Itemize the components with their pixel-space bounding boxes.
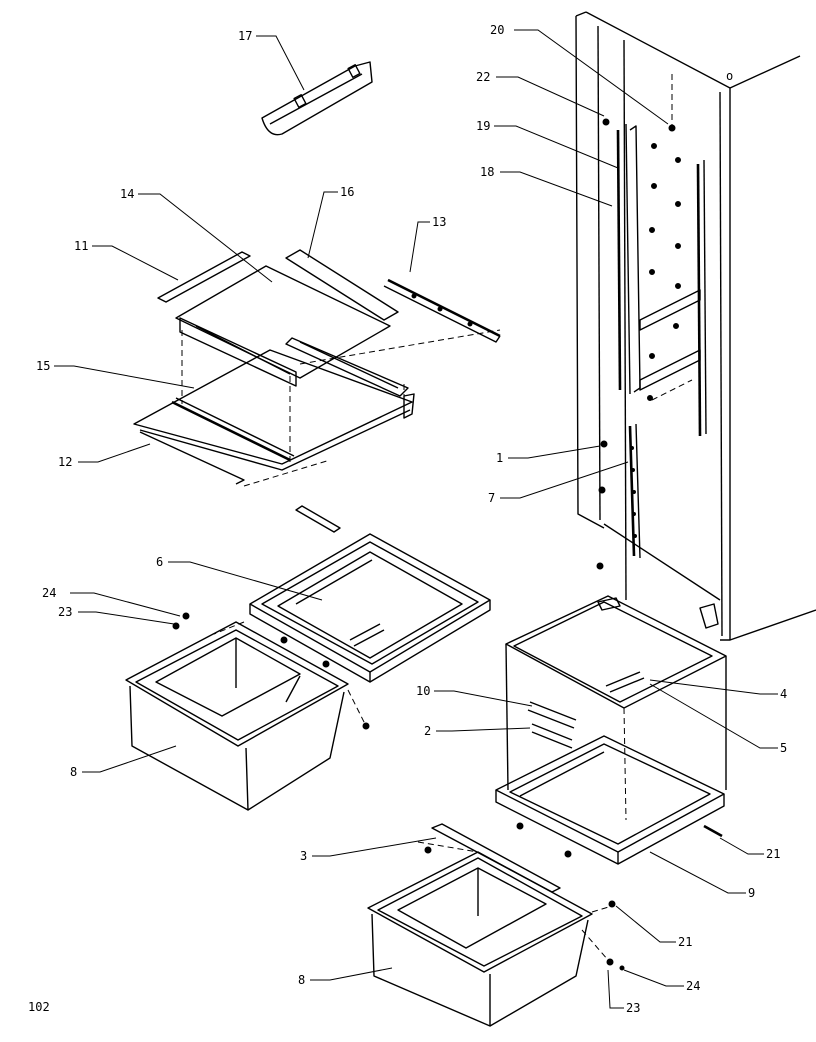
left-crisper-dashed-guides — [213, 621, 367, 727]
callout-6: 6 — [156, 555, 163, 569]
callout-17: 17 — [238, 29, 252, 43]
callout-1: 1 — [496, 451, 503, 465]
callout-12: 12 — [58, 455, 72, 469]
svg-text:o: o — [726, 69, 733, 83]
part-6-crisper-cover — [249, 533, 491, 683]
part-9-crisper-frame — [495, 735, 725, 865]
callout-18: 18 — [480, 165, 494, 179]
part-17-dairy-door — [261, 61, 373, 136]
callout-22: 22 — [476, 70, 490, 84]
callout-16: 16 — [340, 185, 354, 199]
cabinet-side-panel: o — [575, 11, 816, 641]
part-7-drawer-slide — [628, 423, 641, 559]
right-crisper-screws — [424, 846, 625, 971]
callout-19: 19 — [476, 119, 490, 133]
callout-21-lower: 21 — [678, 935, 692, 949]
part-8-crisper-pan-right — [367, 851, 593, 1027]
callout-10: 10 — [416, 684, 430, 698]
part-10-slide-rail — [527, 701, 577, 729]
part-5-glass-insert — [605, 671, 645, 693]
callout-24-right: 24 — [686, 979, 700, 993]
part-19-shelf-ladder-right — [696, 159, 707, 437]
callout-4: 4 — [780, 687, 787, 701]
callout-23-left: 23 — [58, 605, 72, 619]
callout-8-right: 8 — [298, 973, 305, 987]
callout-21-upper: 21 — [766, 847, 780, 861]
callout-8-left: 8 — [70, 765, 77, 779]
cabinet-dashed-guides — [651, 74, 701, 440]
callout-5: 5 — [780, 741, 787, 755]
callout-2: 2 — [424, 724, 431, 738]
callout-14: 14 — [120, 187, 134, 201]
callout-23-right: 23 — [626, 1001, 640, 1015]
callout-labels: 17 14 16 11 13 15 12 6 24 23 8 20 22 19 … — [36, 23, 787, 1015]
upper-assembly-dashed-guides — [181, 329, 501, 487]
part-15-pan-cover-frame — [179, 317, 409, 397]
cabinet-screw-holes — [596, 118, 681, 570]
cabinet-rail-brackets — [639, 289, 701, 391]
part-4-crisper-housing-right — [505, 595, 727, 821]
cabinet-hinge — [699, 603, 719, 629]
left-crisper-screws — [172, 612, 370, 730]
divider-strip — [295, 505, 341, 533]
callout-13: 13 — [432, 215, 446, 229]
part-8-crisper-pan-left — [125, 621, 349, 811]
part-12-pan-cover-base — [133, 349, 415, 485]
callout-20: 20 — [490, 23, 504, 37]
part-13-shelf-rail — [383, 278, 501, 343]
part-2-bracket — [531, 723, 573, 749]
leader-lines — [54, 29, 778, 1009]
callout-7: 7 — [488, 491, 495, 505]
callout-9: 9 — [748, 886, 755, 900]
right-crisper-dashed-guides — [417, 841, 613, 961]
page-code: 102 — [28, 1000, 50, 1014]
callout-24-left: 24 — [42, 586, 56, 600]
callout-11: 11 — [74, 239, 88, 253]
part-14-glass-shelf — [175, 265, 391, 379]
part-16-shelf-trim-right — [285, 249, 399, 321]
part-11-shelf-trim-left — [157, 251, 251, 303]
callout-3: 3 — [300, 849, 307, 863]
part-18-shelf-ladder-left — [616, 123, 641, 395]
callout-15: 15 — [36, 359, 50, 373]
